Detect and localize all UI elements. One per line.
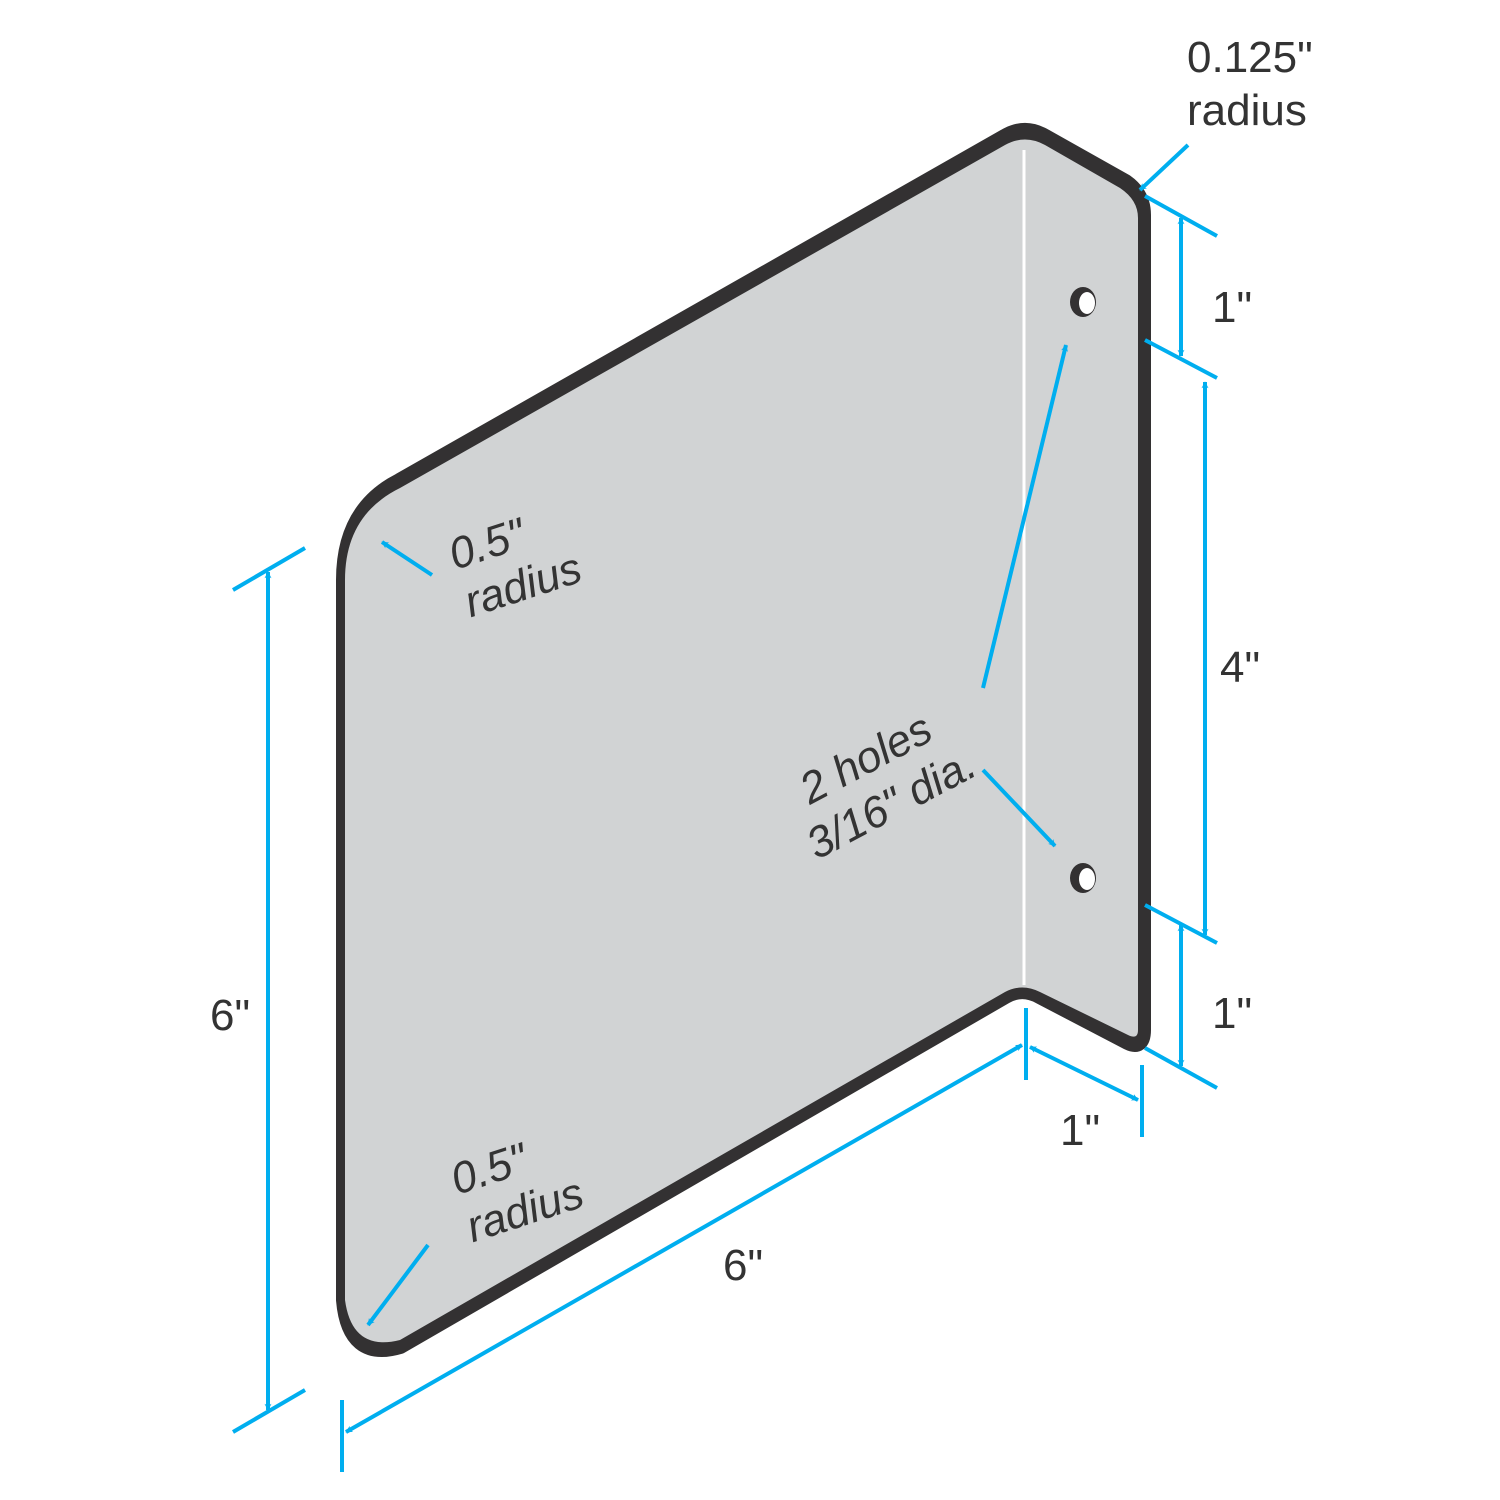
- hole-top: [1070, 287, 1096, 317]
- small-radius-value: 0.125": [1187, 33, 1313, 82]
- dim-bottom-1-label: 1": [1212, 989, 1252, 1038]
- hole-bottom: [1070, 863, 1096, 893]
- dim-4-label: 4": [1220, 643, 1260, 692]
- dim-width-6-label: 6": [723, 1241, 763, 1290]
- dimension-lines: [231, 143, 1218, 1472]
- dim-height-6-label: 6": [210, 991, 250, 1040]
- small-radius-word: radius: [1187, 86, 1307, 135]
- dim-top-1-label: 1": [1212, 283, 1252, 332]
- plate-face: [345, 139, 1138, 1343]
- dim-flange-1-label: 1": [1060, 1106, 1100, 1155]
